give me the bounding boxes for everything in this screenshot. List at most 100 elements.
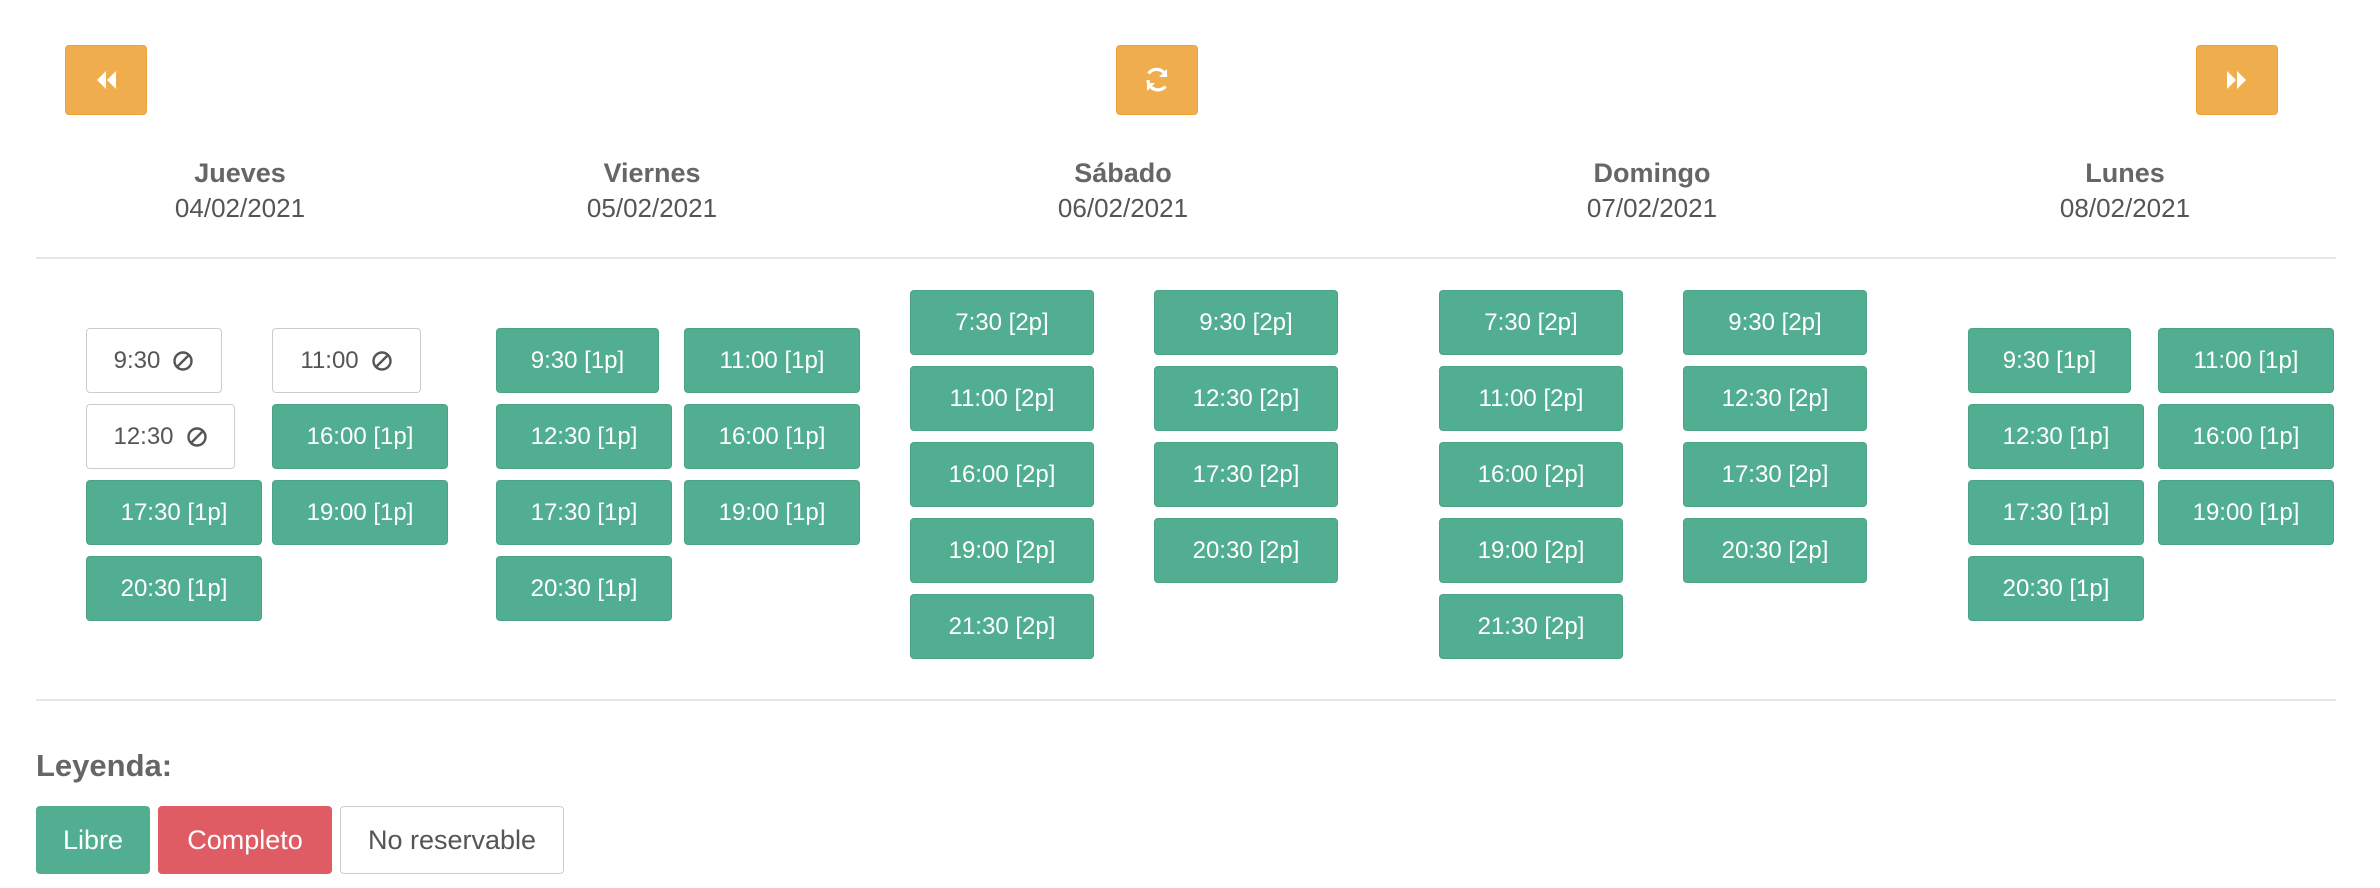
day-date: 08/02/2021 [2059, 193, 2191, 223]
refresh-icon [1146, 67, 1168, 92]
slot-label: 12:30 [1p] [530, 423, 638, 450]
refresh-button[interactable] [1116, 45, 1198, 115]
slot-label: 12:30 [2p] [1721, 385, 1829, 412]
slot-viernes-12-30[interactable]: 12:30 [1p] [496, 404, 672, 469]
slot-label: 19:00 [2p] [948, 537, 1056, 564]
slot-sabado-20-30[interactable]: 20:30 [2p] [1154, 518, 1338, 583]
slot-viernes-11-00[interactable]: 11:00 [1p] [684, 328, 860, 393]
slot-domingo-17-30[interactable]: 17:30 [2p] [1683, 442, 1867, 507]
slot-label: 16:00 [1p] [718, 423, 826, 450]
day-header-sabado: Sábado 06/02/2021 [993, 155, 1253, 225]
slot-domingo-21-30[interactable]: 21:30 [2p] [1439, 594, 1623, 659]
slot-domingo-9-30[interactable]: 9:30 [2p] [1683, 290, 1867, 355]
slot-sabado-11-00[interactable]: 11:00 [2p] [910, 366, 1094, 431]
day-name: Sábado [1074, 158, 1172, 188]
slot-label: 21:30 [2p] [948, 613, 1056, 640]
slot-domingo-19-00[interactable]: 19:00 [2p] [1439, 518, 1623, 583]
slot-sabado-9-30[interactable]: 9:30 [2p] [1154, 290, 1338, 355]
slot-label: 19:00 [1p] [718, 499, 826, 526]
slot-domingo-11-00[interactable]: 11:00 [2p] [1439, 366, 1623, 431]
slot-lunes-19-00[interactable]: 19:00 [1p] [2158, 480, 2334, 545]
slot-label: 19:00 [1p] [2192, 499, 2300, 526]
slot-label: 20:30 [1p] [530, 575, 638, 602]
slot-label: 19:00 [2p] [1477, 537, 1585, 564]
slot-sabado-12-30[interactable]: 12:30 [2p] [1154, 366, 1338, 431]
previous-week-button[interactable] [65, 45, 147, 115]
slot-label: 9:30 [2p] [1728, 309, 1822, 336]
slot-viernes-20-30[interactable]: 20:30 [1p] [496, 556, 672, 621]
slot-sabado-17-30[interactable]: 17:30 [2p] [1154, 442, 1338, 507]
slot-viernes-19-00[interactable]: 19:00 [1p] [684, 480, 860, 545]
day-date: 05/02/2021 [586, 193, 718, 223]
slot-label: 17:30 [2p] [1192, 461, 1300, 488]
slot-sabado-7-30[interactable]: 7:30 [2p] [910, 290, 1094, 355]
legend-title: Leyenda: [36, 748, 173, 783]
day-name: Lunes [2085, 158, 2165, 188]
slot-sabado-19-00[interactable]: 19:00 [2p] [910, 518, 1094, 583]
ban-icon [371, 350, 392, 371]
slot-viernes-17-30[interactable]: 17:30 [1p] [496, 480, 672, 545]
day-name: Jueves [194, 158, 286, 188]
slot-label: 21:30 [2p] [1477, 613, 1585, 640]
slot-sabado-16-00[interactable]: 16:00 [2p] [910, 442, 1094, 507]
slot-label: 9:30 [113, 347, 161, 374]
day-date: 04/02/2021 [174, 193, 306, 223]
slot-lunes-11-00[interactable]: 11:00 [1p] [2158, 328, 2334, 393]
day-name: Domingo [1593, 158, 1711, 188]
slot-label: 16:00 [2p] [948, 461, 1056, 488]
grid-divider [36, 699, 2336, 701]
day-header-jueves: Jueves 04/02/2021 [110, 155, 370, 225]
slot-label: 12:30 [1p] [2002, 423, 2110, 450]
slot-label: 11:00 [2p] [1478, 385, 1584, 412]
slot-label: 20:30 [2p] [1192, 537, 1300, 564]
day-header-viernes: Viernes 05/02/2021 [522, 155, 782, 225]
slot-lunes-12-30[interactable]: 12:30 [1p] [1968, 404, 2144, 469]
day-name: Viernes [603, 158, 701, 188]
slot-label: 17:30 [1p] [530, 499, 638, 526]
slot-label: 16:00 [2p] [1477, 461, 1585, 488]
slot-label: 9:30 [1p] [530, 347, 625, 374]
slot-label: 12:30 [113, 423, 174, 450]
slot-label: 20:30 [1p] [120, 575, 228, 602]
slot-label: 19:00 [1p] [306, 499, 414, 526]
ban-icon [186, 426, 207, 447]
slot-label: 17:30 [2p] [1721, 461, 1829, 488]
slot-jueves-20-30[interactable]: 20:30 [1p] [86, 556, 262, 621]
next-week-button[interactable] [2196, 45, 2278, 115]
slot-lunes-20-30[interactable]: 20:30 [1p] [1968, 556, 2144, 621]
legend-no-reservable: No reservable [340, 806, 564, 874]
slot-domingo-7-30[interactable]: 7:30 [2p] [1439, 290, 1623, 355]
slot-label: 9:30 [1p] [2002, 347, 2097, 374]
slot-label: 7:30 [2p] [1484, 309, 1578, 336]
slot-label: 9:30 [2p] [1199, 309, 1293, 336]
slot-jueves-16-00[interactable]: 16:00 [1p] [272, 404, 448, 469]
slot-jueves-19-00[interactable]: 19:00 [1p] [272, 480, 448, 545]
slot-lunes-17-30[interactable]: 17:30 [1p] [1968, 480, 2144, 545]
legend-libre: Libre [36, 806, 150, 874]
slot-label: 17:30 [1p] [120, 499, 228, 526]
day-date: 06/02/2021 [1057, 193, 1189, 223]
slot-lunes-9-30[interactable]: 9:30 [1p] [1968, 328, 2131, 393]
slot-domingo-20-30[interactable]: 20:30 [2p] [1683, 518, 1867, 583]
day-header-domingo: Domingo 07/02/2021 [1522, 155, 1782, 225]
header-divider [36, 257, 2336, 259]
slot-label: 7:30 [2p] [955, 309, 1049, 336]
day-header-lunes: Lunes 08/02/2021 [1995, 155, 2255, 225]
slot-label: 11:00 [1p] [719, 347, 825, 374]
slot-viernes-9-30[interactable]: 9:30 [1p] [496, 328, 659, 393]
slot-label: 20:30 [1p] [2002, 575, 2110, 602]
slot-label: 17:30 [1p] [2002, 499, 2110, 526]
slot-label: 16:00 [1p] [2192, 423, 2300, 450]
double-chevron-right-icon [2227, 71, 2246, 89]
slot-domingo-16-00[interactable]: 16:00 [2p] [1439, 442, 1623, 507]
slot-viernes-16-00[interactable]: 16:00 [1p] [684, 404, 860, 469]
slot-domingo-12-30[interactable]: 12:30 [2p] [1683, 366, 1867, 431]
slot-jueves-9-30: 9:30 [86, 328, 222, 393]
slot-lunes-16-00[interactable]: 16:00 [1p] [2158, 404, 2334, 469]
slot-label: 11:00 [2p] [949, 385, 1055, 412]
slot-label: 16:00 [1p] [306, 423, 414, 450]
slot-jueves-12-30: 12:30 [86, 404, 235, 469]
slot-sabado-21-30[interactable]: 21:30 [2p] [910, 594, 1094, 659]
slot-jueves-17-30[interactable]: 17:30 [1p] [86, 480, 262, 545]
legend-completo: Completo [158, 806, 332, 874]
